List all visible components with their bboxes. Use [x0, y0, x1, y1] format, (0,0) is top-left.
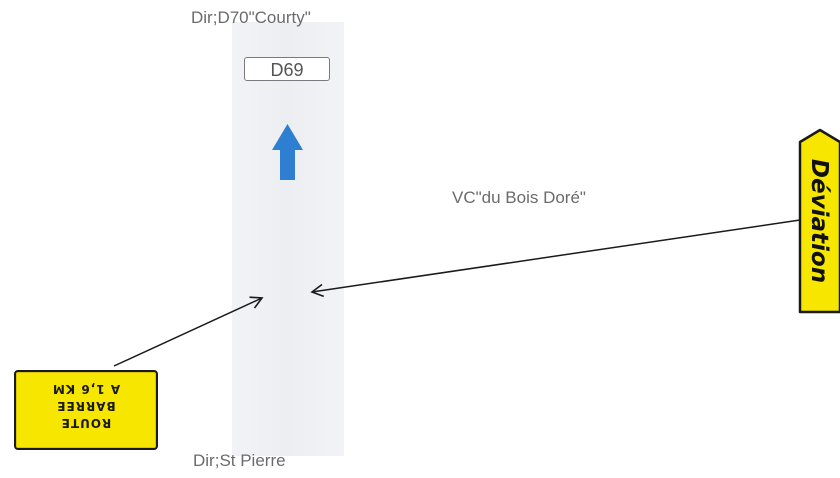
direction-arrow-icon: [272, 124, 303, 180]
main-road: [232, 22, 344, 456]
route-barree-text: ROUTE BARREE A 1,6 KM: [16, 380, 156, 431]
route-number-box: D69: [244, 57, 330, 81]
route-barree-sign: ROUTE BARREE A 1,6 KM: [14, 370, 158, 450]
route-barree-line: ROUTE: [60, 416, 112, 430]
deviation-pointer-arrow: [310, 219, 801, 298]
deviation-sign-text: Déviation: [806, 158, 832, 284]
route-barree-line: A 1,6 KM: [51, 382, 121, 396]
direction-label-top: Dir;D70"Courty": [191, 8, 311, 27]
route-barree-line: BARREE: [56, 399, 116, 413]
closure-pointer-arrow: [113, 296, 264, 367]
direction-label-bottom: Dir;St Pierre: [193, 451, 286, 470]
deviation-sign: [798, 128, 840, 314]
side-road-label: VC"du Bois Doré": [452, 188, 586, 207]
